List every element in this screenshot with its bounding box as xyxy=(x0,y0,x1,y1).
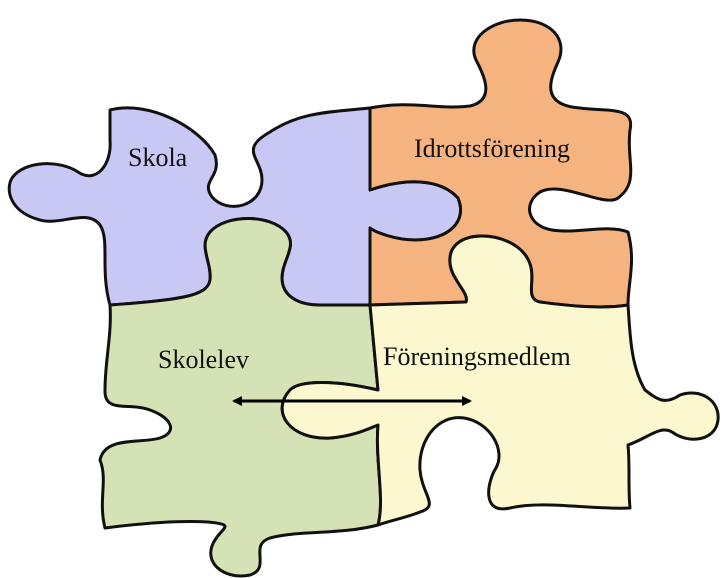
skolelev-label: Skolelev xyxy=(158,345,249,374)
idrottsforening-piece xyxy=(368,18,634,309)
idrottsforening-label: Idrottsförening xyxy=(414,134,570,163)
skola-label: Skola xyxy=(128,143,188,172)
foreningsmedlem-piece xyxy=(280,234,720,527)
foreningsmedlem-label: Föreningsmedlem xyxy=(383,342,571,371)
